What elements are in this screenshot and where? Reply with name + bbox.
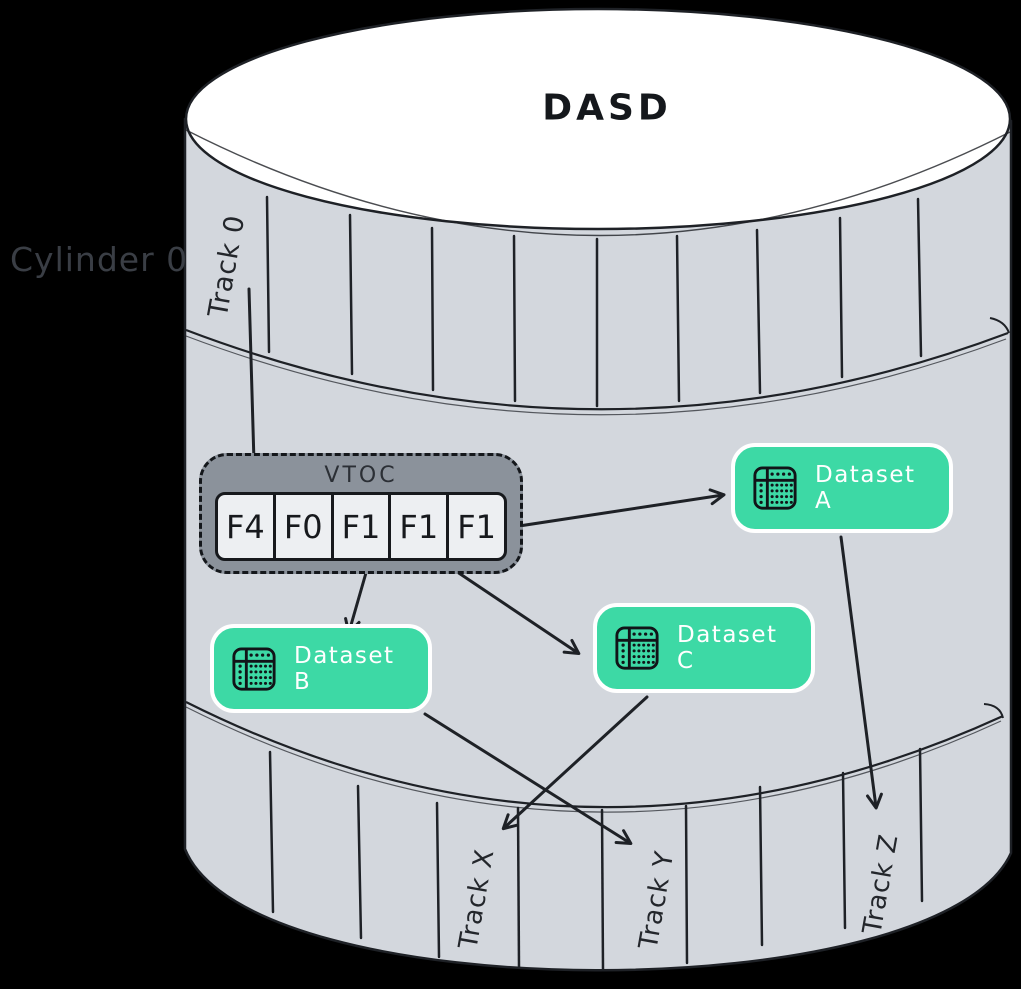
top-band-track-lines xyxy=(265,195,923,408)
track-line xyxy=(265,195,271,354)
vtoc-cell-f1-2: F1 xyxy=(391,495,450,558)
dataset-c-label: Dataset C xyxy=(677,622,778,674)
table-icon xyxy=(752,465,798,511)
cylinder-top-ellipse xyxy=(184,7,1012,231)
track-line xyxy=(600,808,605,972)
cylinder-0-label: Cylinder 0 xyxy=(10,240,189,279)
track-line xyxy=(838,216,844,379)
vtoc-cell-f1-3: F1 xyxy=(457,507,496,546)
dataset-a-label: Dataset A xyxy=(815,462,916,514)
dataset-b-box: Dataset B xyxy=(210,624,432,713)
vtoc-cells: F4 F0 F1 F1 F1 xyxy=(215,492,507,561)
track-line xyxy=(512,234,517,403)
dataset-c-box: Dataset C xyxy=(593,603,815,693)
arrow-dataset-c-to-track-x xyxy=(501,695,649,831)
arrow-vtoc-to-dataset-a xyxy=(504,488,726,530)
vtoc-title: VTOC xyxy=(324,463,398,488)
track-line xyxy=(841,771,847,930)
track-line xyxy=(435,801,441,959)
top-band-curve xyxy=(185,317,1010,416)
table-icon xyxy=(231,646,277,692)
arrows xyxy=(246,287,883,846)
arrow-dataset-b-to-track-y xyxy=(423,712,633,846)
arrow-dataset-a-to-track-z xyxy=(839,535,883,810)
device-title: DASD xyxy=(542,87,672,129)
vtoc-box: VTOC F4 F0 F1 F1 F1 xyxy=(199,453,523,574)
dataset-b-label: Dataset B xyxy=(294,642,395,695)
track-line xyxy=(356,784,363,940)
track-line xyxy=(916,197,923,358)
vtoc-cell-f0: F0 xyxy=(276,495,334,558)
vtoc-cell-f4: F4 xyxy=(218,495,276,558)
track-line xyxy=(430,226,435,392)
track-line xyxy=(516,806,521,970)
track-line xyxy=(684,804,689,965)
dataset-a-box: Dataset A xyxy=(731,443,953,533)
track-line xyxy=(348,213,354,376)
rim-second-stroke xyxy=(185,129,1011,237)
track-line xyxy=(675,234,681,403)
track-line xyxy=(758,785,764,947)
track-line xyxy=(918,747,924,903)
vtoc-cell-f1-1: F1 xyxy=(334,495,392,558)
bottom-band-curve xyxy=(185,701,1004,813)
track-line xyxy=(755,228,762,395)
bottom-band-track-lines xyxy=(268,747,924,972)
table-icon xyxy=(614,625,660,671)
track-line xyxy=(268,750,275,914)
